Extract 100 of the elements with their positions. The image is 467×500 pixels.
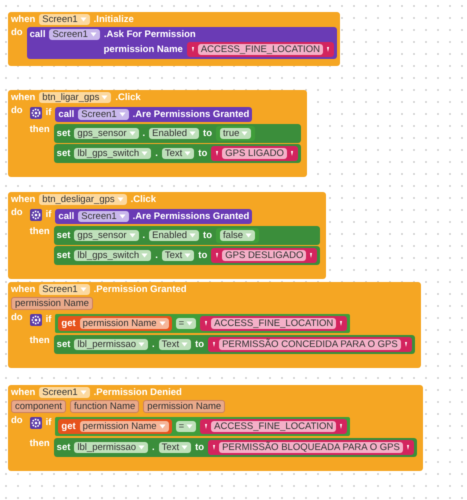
getter-block [58,316,172,331]
setter-block [54,226,320,245]
event-block [8,282,421,368]
keyword-label: .Are Permissions Granted [132,109,250,120]
dropdown-field: gps_sensor [74,128,139,139]
keyword-label: . [152,339,155,350]
keyword-label: .Are Permissions Granted [132,211,250,222]
event-block [8,90,307,177]
dropdown-field: Screen1 [78,109,129,120]
keyword-label: .Click [130,194,156,205]
dropdown-field: Text [162,148,194,159]
setter-block [54,246,320,265]
parameter-field: function Name [70,400,140,413]
keyword-label: set [56,148,70,159]
keyword-label: call [30,29,46,40]
keyword-label: set [56,250,70,261]
string-value: PERMISSÃO CONCEDIDA PARA O GPS [219,339,401,350]
keyword-label: to [198,250,208,261]
keyword-label: . [155,250,158,261]
keyword-label: to [195,442,204,453]
keyword-label: set [56,339,70,350]
keyword-label: then [30,335,50,346]
text-block [211,146,298,161]
keyword-label: .Permission Denied [94,387,182,398]
text-block [200,419,348,434]
keyword-label: get [61,421,76,432]
dropdown-field: Screen1 [49,29,100,40]
keyword-label: when [11,92,36,103]
keyword-label: set [56,230,70,241]
keyword-label: do [11,105,23,116]
event-block [8,192,326,279]
keyword-label: do [11,312,23,323]
dropdown-field: btn_desligar_gps [39,194,127,205]
dropdown-field: true [220,128,252,139]
dropdown-field: Screen1 [39,14,90,25]
keyword-label: . [152,442,155,453]
keyword-label: to [195,339,204,350]
dropdown-field: lbl_gps_switch [74,250,152,261]
keyword-label: . [155,148,158,159]
string-value: ACCESS_FINE_LOCATION [211,421,336,432]
keyword-label: . [142,230,146,241]
keyword-label: .Click [115,92,141,103]
keyword-label: permission Name [104,44,183,55]
keyword-label: set [56,442,70,453]
keyword-label: set [56,128,70,139]
parameter-field: component [11,400,66,413]
text-block [208,440,414,455]
dropdown-field: Screen1 [78,211,129,222]
dropdown-field: Text [158,339,192,350]
string-value: GPS DESLIGADO [222,250,306,261]
boolean-block [216,126,256,141]
keyword-label: .Initialize [94,14,134,25]
event-block [8,385,423,471]
dropdown-field: lbl_permissao [74,339,148,350]
event-block [8,12,340,66]
dropdown-field: = [176,318,196,329]
setter-block [54,438,417,457]
method-call-block [55,209,252,224]
parameter-field: permission Name [11,297,93,310]
keyword-label: then [30,226,50,237]
setter-block [54,144,301,163]
keyword-label: call [58,109,74,120]
keyword-label: .Ask For Permission [104,29,196,40]
keyword-label: to [203,230,212,241]
keyword-label: to [198,148,208,159]
comparison-block [55,314,350,333]
keyword-label: then [30,124,50,135]
setter-block [54,335,415,354]
keyword-label: .Permission Granted [94,284,187,295]
dropdown-field: Text [158,442,192,453]
dropdown-field: permission Name [80,318,169,329]
text-block [186,42,334,57]
string-value: ACCESS_FINE_LOCATION [211,318,336,329]
dropdown-field: gps_sensor [74,230,139,241]
keyword-label: do [11,415,23,426]
text-block [211,248,318,263]
dropdown-field: Screen1 [39,387,90,398]
dropdown-field: = [176,421,196,432]
string-value: PERMISSÃO BLOQUEADA PARA O GPS [219,442,403,453]
keyword-label: if [46,417,52,428]
string-value: GPS LIGADO [222,148,287,159]
keyword-label: then [30,438,50,449]
text-block [200,316,348,331]
dropdown-field: Screen1 [39,284,90,295]
keyword-label: when [11,284,36,295]
dropdown-field: btn_ligar_gps [39,92,112,103]
keyword-label: get [61,318,76,329]
setter-block [54,124,301,143]
string-value: ACCESS_FINE_LOCATION [198,44,323,55]
dropdown-field: Text [162,250,194,261]
keyword-label: to [203,128,212,139]
getter-block [58,419,172,434]
dropdown-field: lbl_gps_switch [74,148,152,159]
keyword-label: if [46,314,52,325]
dropdown-field: lbl_permissao [74,442,148,453]
text-block [208,337,412,352]
boolean-block [216,228,260,243]
keyword-label: . [142,128,146,139]
method-call-block [55,107,252,122]
method-call-block [26,27,337,59]
